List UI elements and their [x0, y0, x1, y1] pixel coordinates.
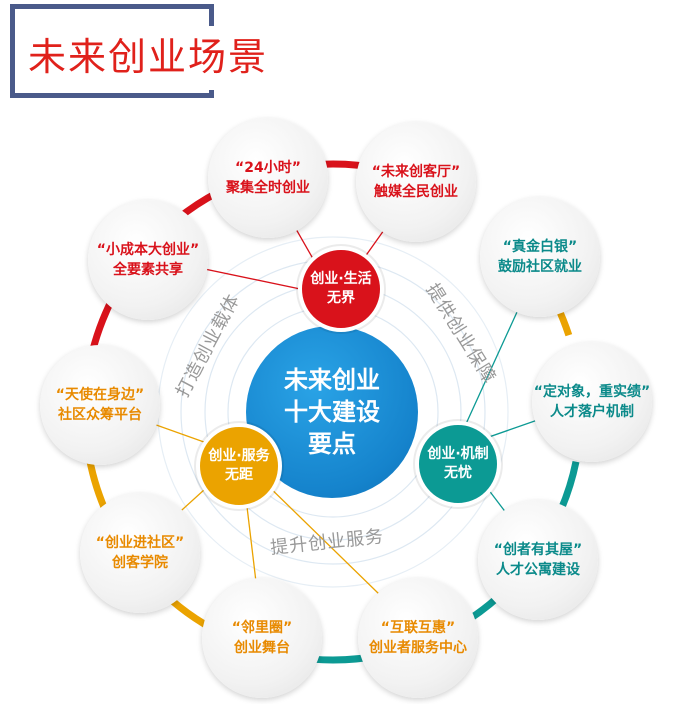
node-shared-elements: “小成本大创业”全要素共享: [88, 200, 208, 320]
node-talent-housing: “创者有其屋”人才公寓建设: [478, 500, 598, 620]
node-talent-settle: “定对象，重实绩”人才落户机制: [532, 342, 652, 462]
hub-mechanism: 创业·机制无忧: [415, 421, 501, 507]
outer-ring-green: [81, 160, 585, 664]
node-maker-college: “创业进社区”创客学院: [80, 493, 200, 613]
outer-ring-red: [81, 160, 585, 664]
node-real-money: “真金白银”鼓励社区就业: [480, 197, 600, 317]
page-title: 未来创业场景: [28, 35, 269, 79]
node-future-lounge: “未来创客厅”触媒全民创业: [356, 122, 476, 242]
node-24h: “24小时”聚集全时创业: [208, 118, 328, 238]
hub-life: 创业·生活无界: [298, 246, 384, 332]
node-service-center: “互联互惠”创业者服务中心: [358, 578, 478, 698]
node-neighborhood: “邻里圈”创业舞台: [202, 578, 322, 698]
hub-service: 创业·服务无距: [196, 423, 282, 509]
title-frame: [10, 4, 214, 98]
node-crowdfunding: “天使在身边”社区众筹平台: [40, 345, 160, 465]
